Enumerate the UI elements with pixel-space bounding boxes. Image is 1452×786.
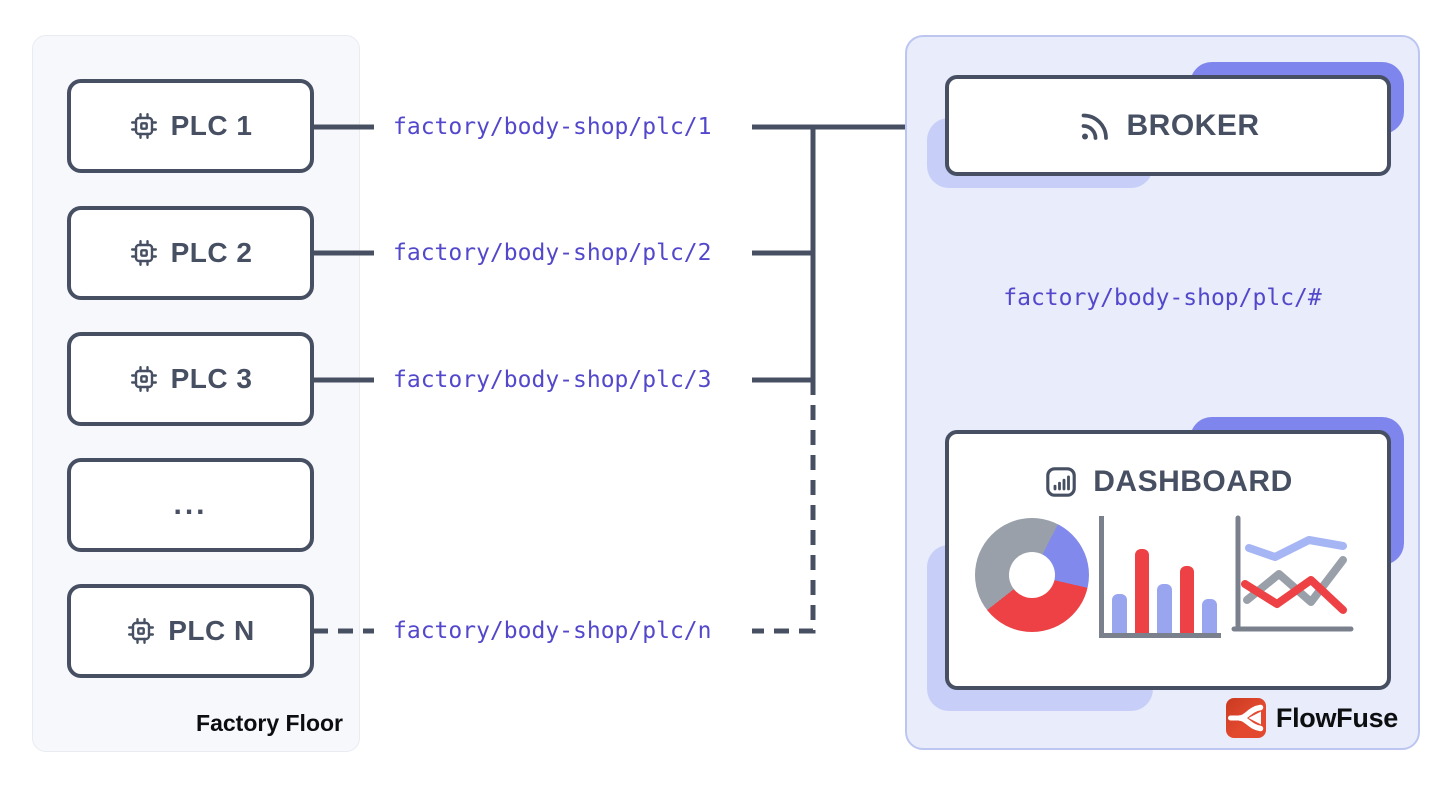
plc-ellipsis-node: ... (67, 458, 314, 552)
plc-node-label: PLC 1 (170, 110, 253, 141)
bar-chart (1099, 516, 1221, 638)
ellipsis-label: ... (173, 488, 208, 521)
bar (1179, 566, 1195, 633)
cpu-chip-icon (129, 111, 159, 141)
cpu-chip-icon (126, 616, 156, 646)
cpu-chip-icon (129, 364, 159, 394)
line-chart (1231, 515, 1354, 632)
mini-bar-chart-icon (1043, 464, 1079, 500)
factory-floor-label: Factory Floor (196, 710, 343, 736)
dashboard-node: DASHBOARD (945, 430, 1391, 690)
broker-label: BROKER (1126, 108, 1260, 142)
topic-plc-1: factory/body-shop/plc/1 (393, 114, 712, 140)
subscription-topic-label: factory/body-shop/plc/# (1003, 285, 1322, 311)
topic-plc-3: factory/body-shop/plc/3 (393, 367, 712, 393)
dashboard-charts (949, 500, 1387, 638)
plc-n-node: PLC N (67, 584, 314, 678)
bar (1134, 548, 1150, 633)
factory-floor-panel: PLC 1 PLC 2 PLC 3 ... (32, 35, 360, 752)
broker-node: BROKER (945, 75, 1391, 176)
topic-plc-n: factory/body-shop/plc/n (393, 618, 712, 644)
cpu-chip-icon (129, 238, 159, 268)
plc-3-node: PLC 3 (67, 332, 314, 426)
dashboard-label: DASHBOARD (1093, 465, 1293, 498)
plc-node-label: PLC N (168, 615, 255, 646)
bar (1157, 583, 1172, 633)
plc-1-node: PLC 1 (67, 79, 314, 173)
plc-node-label: PLC 3 (170, 363, 253, 394)
rss-icon (1076, 108, 1112, 144)
bar (1202, 599, 1217, 633)
dashboard-title-row: DASHBOARD (949, 464, 1387, 500)
topic-plc-2: factory/body-shop/plc/2 (393, 240, 712, 266)
donut-chart (975, 518, 1089, 632)
bar (1112, 594, 1127, 633)
plc-node-label: PLC 2 (170, 237, 253, 268)
plc-2-node: PLC 2 (67, 206, 314, 300)
